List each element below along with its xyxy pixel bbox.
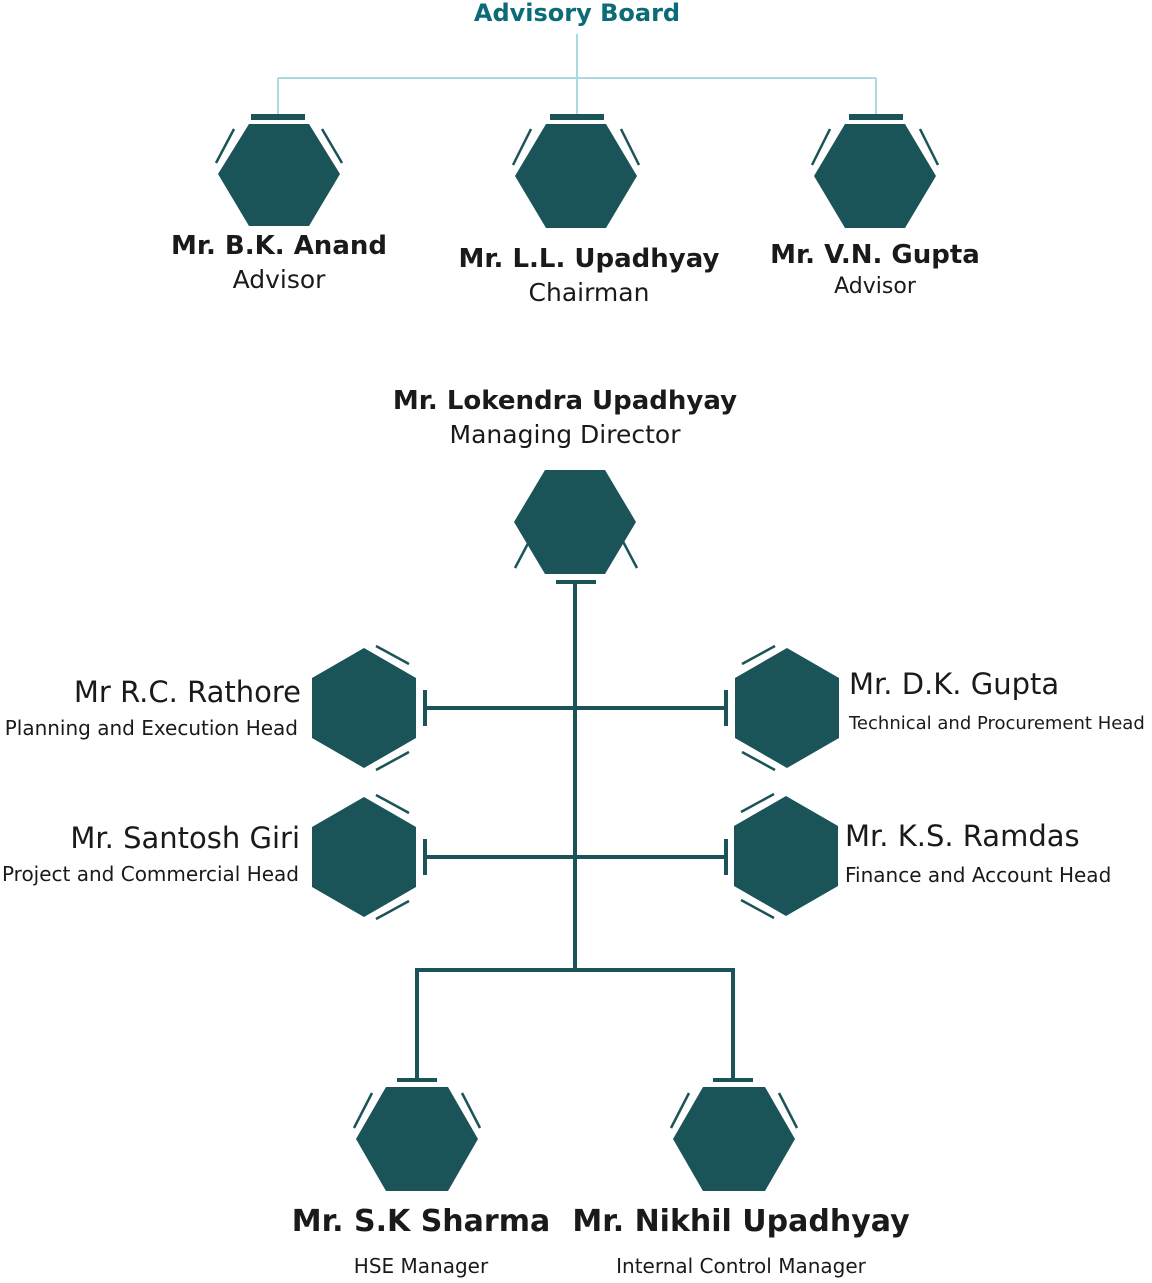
advisor-2-role: Chairman [528, 278, 650, 307]
node-santosh-giri [312, 793, 416, 921]
node-nikhil-upadhyay [669, 1087, 799, 1191]
md-node [513, 470, 639, 574]
bottom-2-role: Internal Control Manager [616, 1254, 866, 1278]
node-ks-ramdas [734, 792, 838, 920]
bottom-1-name: Mr. S.K Sharma [291, 1204, 551, 1239]
advisor-2-name: Mr. L.L. Upadhyay [458, 244, 720, 274]
advisory-node-ll-upadhyay [511, 114, 641, 228]
management-connectors [397, 580, 753, 1082]
md-role: Managing Director [449, 420, 681, 449]
right-1-name: Mr. D.K. Gupta [849, 667, 1060, 701]
node-rc-rathore [312, 644, 416, 772]
left-2-name: Mr. Santosh Giri [70, 821, 300, 855]
advisor-1-name: Mr. B.K. Anand [171, 231, 387, 261]
md-name: Mr. Lokendra Upadhyay [392, 386, 738, 416]
right-2-name: Mr. K.S. Ramdas [845, 819, 1080, 853]
right-2-role: Finance and Account Head [845, 863, 1112, 887]
bottom-2-name: Mr. Nikhil Upadhyay [572, 1204, 910, 1239]
advisory-node-bk-anand [214, 114, 344, 226]
advisory-board-title: Advisory Board [473, 0, 681, 27]
left-2-role: Project and Commercial Head [1, 862, 299, 886]
left-1-name: Mr R.C. Rathore [73, 675, 301, 709]
advisor-1-role: Advisor [232, 265, 326, 294]
advisory-connectors [277, 34, 877, 116]
right-1-role: Technical and Procurement Head [849, 713, 1145, 734]
advisor-3-role: Advisor [834, 274, 916, 299]
advisor-3-name: Mr. V.N. Gupta [770, 240, 980, 270]
advisory-node-vn-gupta [810, 114, 940, 228]
bottom-1-role: HSE Manager [353, 1254, 489, 1278]
node-sk-sharma [352, 1087, 482, 1191]
node-dk-gupta [735, 644, 839, 772]
left-1-role: Planning and Execution Head [4, 716, 298, 740]
